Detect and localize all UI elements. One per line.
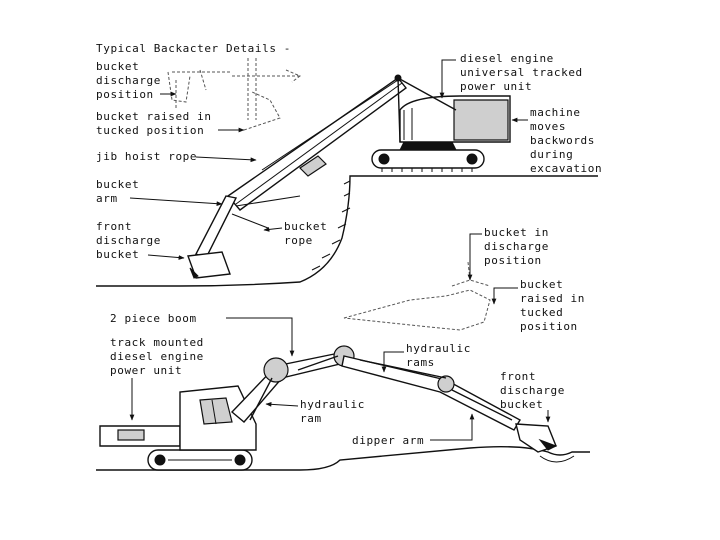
label-bucket-rope: bucket rope — [284, 220, 335, 247]
bottom-faint-position-sketch — [343, 261, 491, 331]
ground-profile-top — [96, 175, 598, 287]
label-two-piece-boom: 2 piece boom — [110, 312, 197, 325]
excavation-hatch — [311, 180, 351, 271]
top-bucket-arm — [195, 195, 238, 259]
label-jib-hoist-rope: jib hoist rope — [96, 150, 197, 163]
label-track-mounted-engine: track mounted diesel engine power unit — [110, 336, 211, 377]
label-bucket-arm: bucket arm — [96, 178, 147, 205]
label-machine-moves: machine moves backwords during excavatio… — [530, 106, 602, 175]
label-front-discharge-bucket-bottom: front discharge bucket — [500, 370, 572, 411]
label-dipper-arm: dipper arm — [352, 434, 424, 447]
bottom-two-piece-boom — [230, 351, 349, 423]
label-diesel-engine-tracked: diesel engine universal tracked power un… — [460, 52, 590, 93]
label-bucket-in-discharge: bucket in discharge position — [484, 226, 556, 267]
label-hydraulic-rams: hydraulic rams — [406, 342, 478, 369]
ground-line-bottom — [96, 445, 590, 471]
bottom-hydraulic-backacter — [96, 261, 590, 471]
label-bucket-raised-tucked-bottom: bucket raised in tucked position — [520, 278, 592, 333]
top-title: Typical Backacter Details - — [96, 42, 291, 55]
label-bucket-discharge-position: bucket discharge position — [96, 60, 168, 101]
top-dragline-backacter — [96, 58, 598, 287]
label-bucket-raised-tucked: bucket raised in tucked position — [96, 110, 219, 137]
label-front-discharge-bucket: front discharge bucket — [96, 220, 168, 261]
bottom-track-unit — [147, 449, 253, 471]
top-track-unit — [371, 141, 485, 172]
label-hydraulic-ram: hydraulic ram — [300, 398, 372, 425]
top-faint-position-sketch — [167, 58, 301, 131]
bottom-labels: bucket in discharge position bucket rais… — [110, 226, 592, 447]
top-labels: Typical Backacter Details - bucket disch… — [96, 42, 602, 261]
